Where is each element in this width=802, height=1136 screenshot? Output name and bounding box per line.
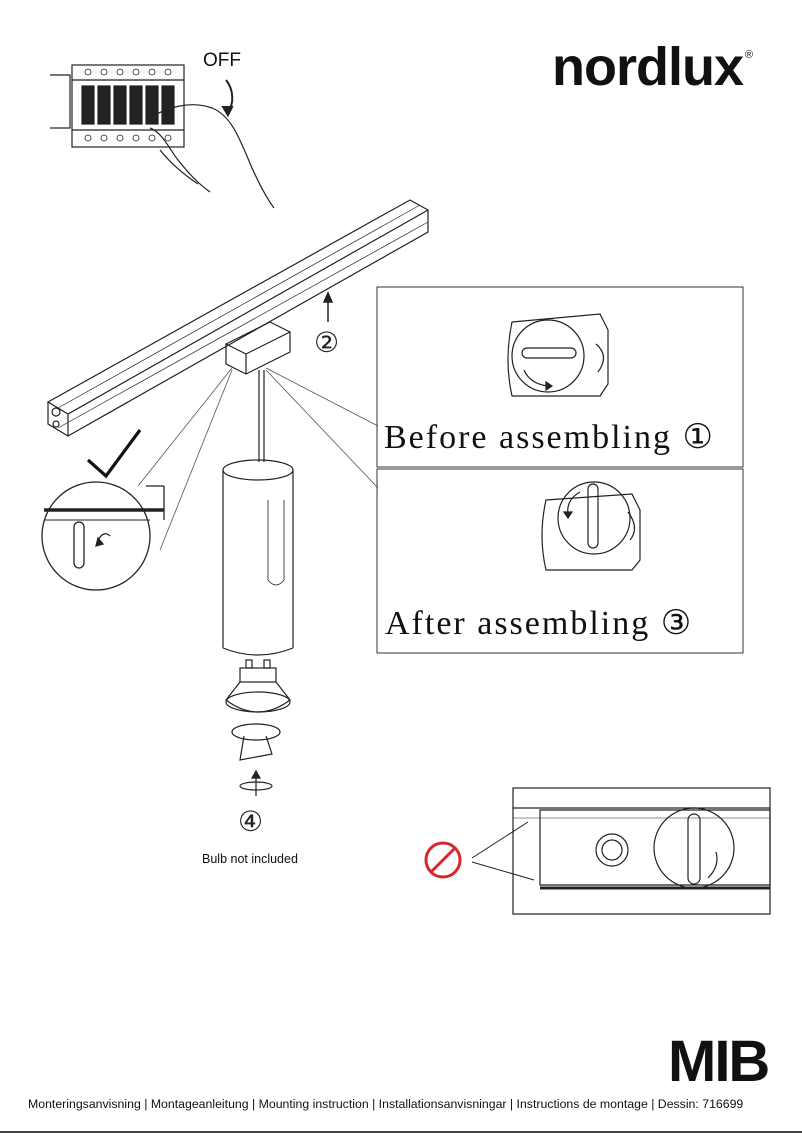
prohibited-icon bbox=[424, 841, 462, 879]
fuse-box-illustration bbox=[50, 64, 275, 209]
rotate-arrow-icon bbox=[239, 769, 273, 796]
after-panel-drawing bbox=[541, 481, 641, 571]
after-panel-frame bbox=[376, 468, 744, 654]
before-assembling-caption: Before assembling ① bbox=[384, 419, 715, 456]
leader-lines bbox=[137, 367, 379, 551]
bottom-divider bbox=[0, 1131, 802, 1133]
track-rail-illustration bbox=[46, 199, 430, 438]
lamp-cylinder-illustration bbox=[222, 459, 294, 656]
prohibited-leader-lines bbox=[471, 821, 535, 881]
product-model: MIB bbox=[668, 1029, 770, 1094]
detail-box-wrong bbox=[512, 787, 771, 915]
footer-text: Monteringsanvisning | Montageanleitung |… bbox=[28, 1097, 744, 1111]
lens-illustration bbox=[231, 723, 281, 761]
after-assembling-caption: After assembling ③ bbox=[385, 605, 694, 642]
bulb-not-included-note: Bulb not included bbox=[202, 852, 298, 866]
step-2-label: ② bbox=[314, 326, 340, 359]
bulb-illustration bbox=[225, 659, 291, 713]
step-4-label: ④ bbox=[238, 805, 264, 838]
before-panel-drawing bbox=[507, 313, 609, 397]
off-label: OFF bbox=[203, 50, 241, 71]
brand-name: nordlux bbox=[552, 37, 744, 97]
registered-mark: ® bbox=[745, 49, 753, 61]
adapter-illustration bbox=[225, 321, 291, 462]
detail-circle-correct bbox=[41, 429, 165, 591]
before-panel-frame bbox=[376, 286, 744, 468]
arrow-up-icon bbox=[322, 291, 334, 322]
brand-logo: nordlux® bbox=[552, 37, 753, 97]
